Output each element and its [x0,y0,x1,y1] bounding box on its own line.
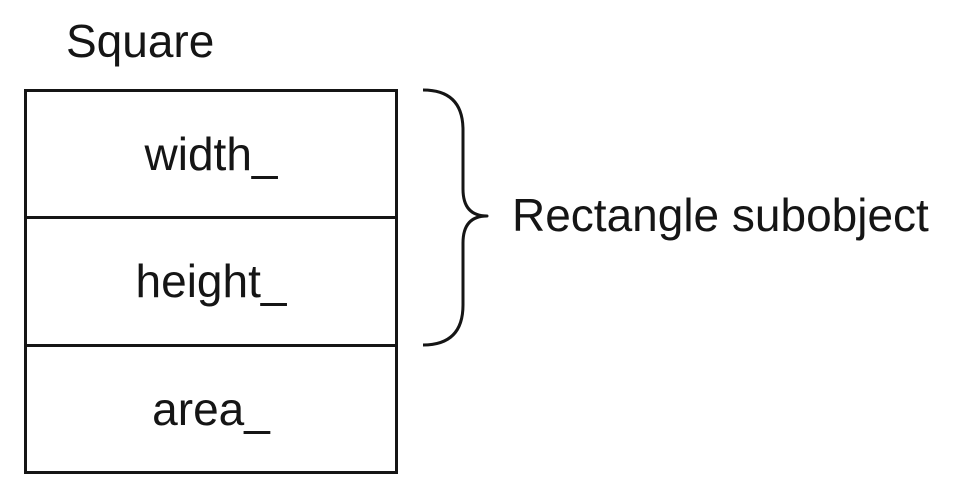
class-title: Square [66,15,215,67]
brace-annotation-label: Rectangle subobject [512,188,929,241]
object-layout-box: width_ height_ area_ [24,89,398,474]
field-cell-height: height_ [27,216,395,343]
field-cell-area: area_ [27,343,395,471]
field-cell-width: width_ [144,128,278,181]
curly-brace-right [422,88,489,347]
